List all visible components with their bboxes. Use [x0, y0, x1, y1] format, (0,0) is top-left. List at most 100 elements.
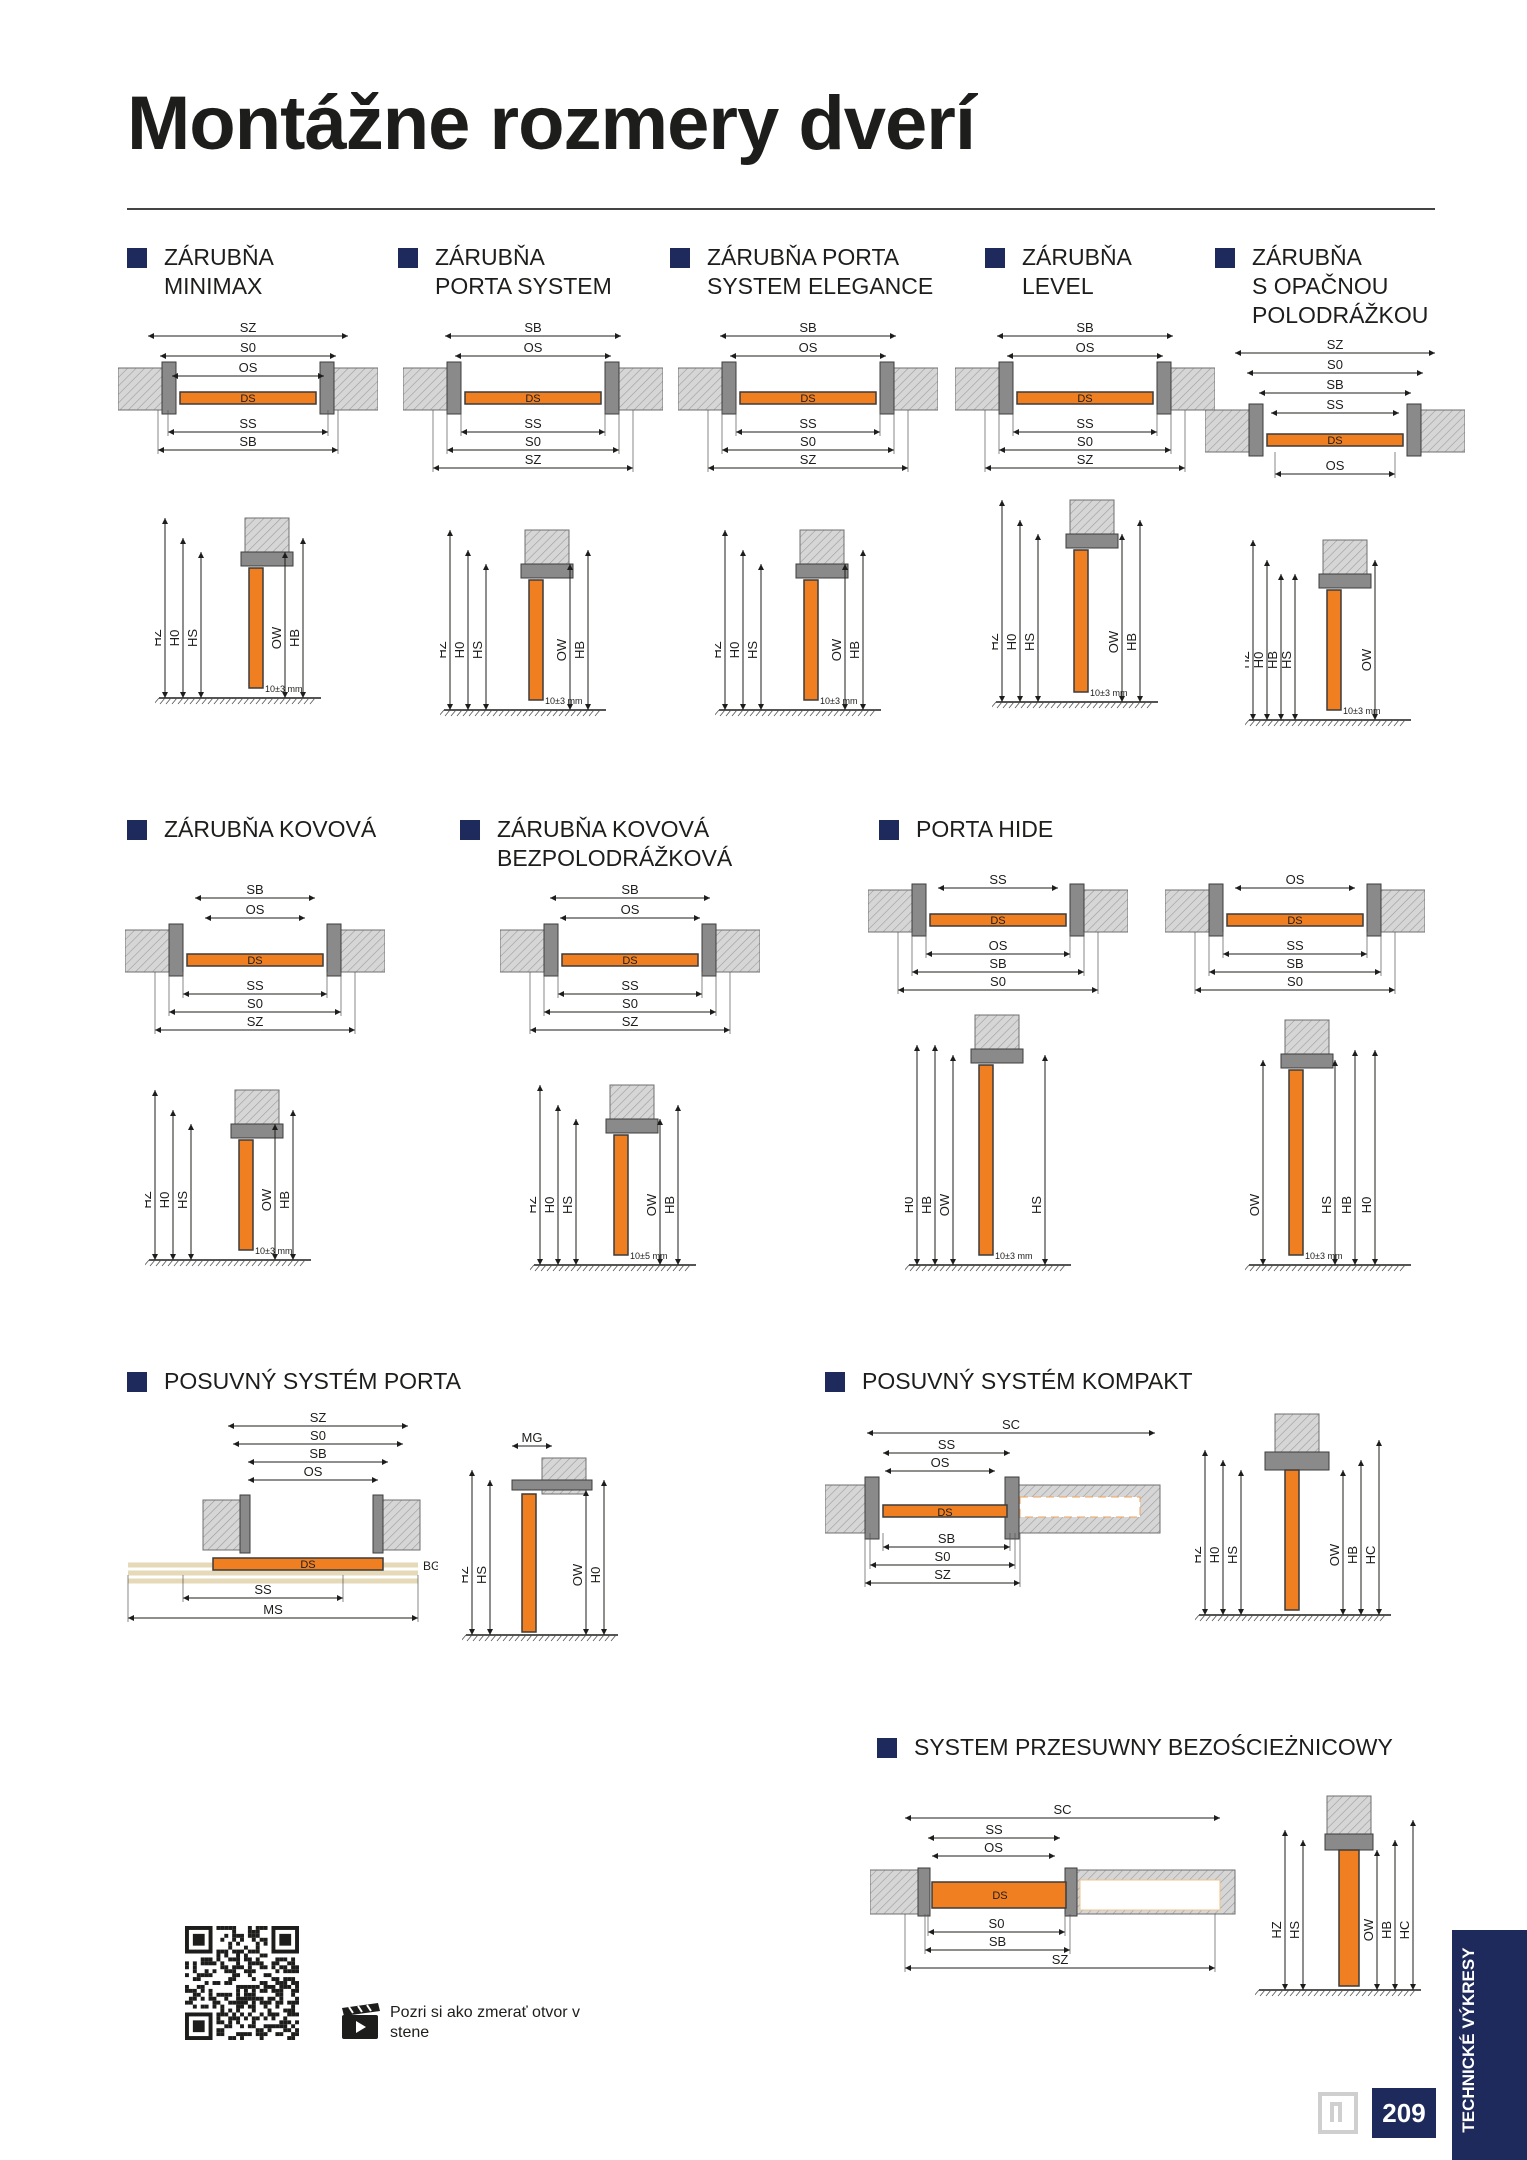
section-label-line1: ZÁRUBŇA: [1252, 244, 1362, 270]
wall-section: [1274, 1413, 1320, 1457]
gap-note: 10±3 mm: [1090, 688, 1127, 698]
section-bullet-icon: [1215, 248, 1235, 268]
gap-note: 10±3 mm: [545, 696, 582, 706]
dimension-label-hs: HS: [745, 641, 760, 659]
dimension-label-ow: OW: [554, 638, 569, 661]
door-frame: [917, 1867, 931, 1917]
dimension-label-sz: SZ: [800, 452, 817, 467]
dimension-label-hs: HS: [1022, 633, 1037, 651]
dimension-label-os: OS: [1076, 340, 1095, 355]
dimension-label-sb: SB: [246, 882, 263, 897]
wall-section: [125, 929, 174, 973]
dimension-label-hb: HB: [1345, 1546, 1360, 1564]
section-bullet-icon: [398, 248, 418, 268]
door-frame: [230, 1123, 284, 1139]
wall-section: [403, 367, 452, 411]
door-frame: [319, 361, 335, 415]
dimension-label-sz: SZ: [1327, 337, 1344, 352]
wall-section: [244, 517, 290, 559]
dimension-label-sz: SZ: [622, 1014, 639, 1029]
dimension-label-ds: DS: [990, 915, 1005, 927]
dimension-label-ow: OW: [829, 638, 844, 661]
door-frame: [161, 361, 177, 415]
door-leaf: [1326, 589, 1342, 711]
dimension-label-ds: DS: [800, 393, 815, 405]
section-label-line1: ZÁRUBŇA: [435, 244, 545, 270]
dimension-label-ss: SS: [799, 416, 817, 431]
dimension-label-h0: H0: [727, 642, 742, 659]
door-frame: [1324, 1833, 1374, 1851]
dimension-label-ss: SS: [989, 872, 1007, 887]
dimension-label-ss: SS: [1076, 416, 1094, 431]
door-frame: [372, 1494, 384, 1554]
section-label-line2: BEZPOLODRÁŽKOVÁ: [497, 845, 733, 871]
dimension-label-ds: DS: [1327, 435, 1342, 447]
wall-section: [825, 1484, 868, 1534]
wall-section: [202, 1499, 246, 1551]
dimension-label-ow: OW: [1247, 1193, 1262, 1216]
dimension-label-s0: S0: [990, 974, 1006, 989]
dimension-label-sz: SZ: [1052, 1952, 1069, 1967]
qr-code-icon[interactable]: [185, 1926, 299, 2040]
wall-section: [614, 367, 663, 411]
door-frame: [1069, 883, 1085, 937]
dimension-label-hc: HC: [1363, 1546, 1378, 1565]
dimension-label-os: OS: [304, 1464, 323, 1479]
dimension-label-hs: HS: [1279, 651, 1294, 669]
section-label-line1: ZÁRUBŇA KOVOVÁ: [164, 816, 377, 842]
dimension-label-ms: MS: [263, 1602, 283, 1617]
dimension-label-h0: H0: [157, 1192, 172, 1209]
door-frame: [864, 1476, 880, 1540]
dimension-label-s0: S0: [240, 340, 256, 355]
door-frame: [543, 923, 559, 977]
dimension-label-hs: HS: [1319, 1196, 1334, 1214]
door-leaf: [248, 567, 264, 689]
gap-note: 10±3 mm: [255, 1246, 292, 1256]
wall-section: [868, 889, 917, 933]
dimension-label-hb: HB: [1379, 1921, 1394, 1939]
dimension-label-ow: OW: [1359, 648, 1374, 671]
door-frame: [520, 563, 574, 579]
dimension-label-os: OS: [1286, 872, 1305, 887]
dimension-label-hz: HZ: [440, 641, 449, 658]
dimension-label-hs: HS: [474, 1566, 489, 1584]
dimension-label-os: OS: [524, 340, 543, 355]
wall-section: [974, 1014, 1020, 1056]
dimension-label-ss: SS: [621, 978, 639, 993]
door-leaf: [1226, 913, 1364, 927]
dimension-label-h0: H0: [1207, 1547, 1222, 1564]
door-leaf: [803, 579, 819, 701]
door-leaf: [931, 1881, 1067, 1909]
dimension-label-os: OS: [621, 902, 640, 917]
dimension-label-ds: DS: [992, 1890, 1007, 1902]
wall-section: [711, 929, 760, 973]
section-label-line1: ZÁRUBŇA: [1022, 244, 1132, 270]
door-leaf: [1266, 433, 1404, 447]
section-label-line2: SYSTEM ELEGANCE: [707, 273, 934, 299]
section-label-line1: PORTA HIDE: [916, 816, 1054, 842]
section-bullet-icon: [879, 820, 899, 840]
wall-section: [609, 1084, 655, 1126]
wall-section: [329, 367, 378, 411]
dimension-label-sb: SB: [989, 956, 1006, 971]
dimension-label-hb: HB: [662, 1196, 677, 1214]
dimension-label-h0: H0: [1004, 634, 1019, 651]
wall-section: [889, 367, 938, 411]
dimension-label-os: OS: [931, 1455, 950, 1470]
section-label-line3: POLODRÁŽKOU: [1252, 302, 1429, 328]
door-frame: [795, 563, 849, 579]
door-frame: [701, 923, 717, 977]
wall-section: [500, 929, 549, 973]
door-frame: [970, 1048, 1024, 1064]
dimension-label-hb: HB: [919, 1196, 934, 1214]
dimension-label-ds: DS: [240, 393, 255, 405]
wall-section: [524, 529, 570, 571]
door-frame: [168, 923, 184, 977]
dimension-label-hs: HS: [1287, 1921, 1302, 1939]
door-leaf: [561, 953, 699, 967]
